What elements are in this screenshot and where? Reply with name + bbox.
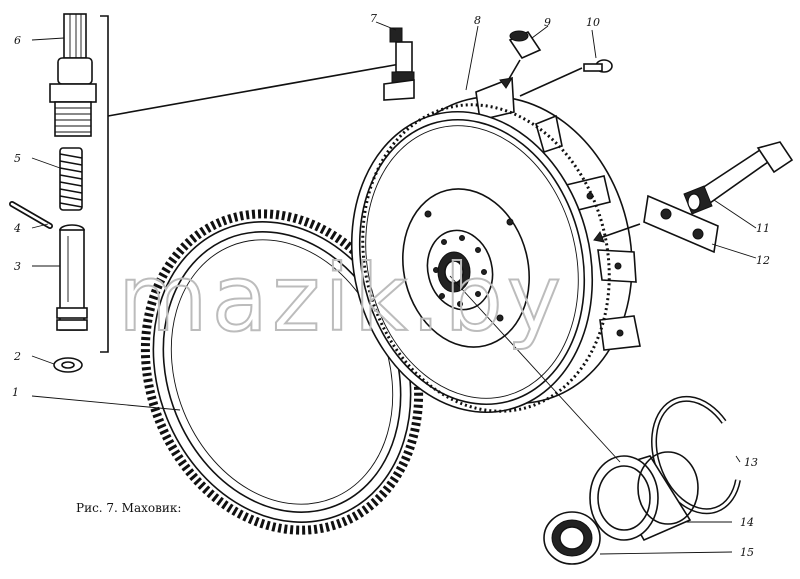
part-4-small-pin xyxy=(9,201,53,229)
bracket-pointer-line xyxy=(107,63,401,117)
part-14-bearing-cup xyxy=(589,451,699,542)
part-12-lock-plate xyxy=(593,194,719,254)
part-7-fitting xyxy=(383,27,415,101)
leader-lines xyxy=(31,21,757,555)
label-10: 10 xyxy=(586,16,600,29)
part-3-plunger xyxy=(56,224,88,331)
part-13-snap-ring xyxy=(651,395,741,515)
part-2-washer xyxy=(53,357,83,373)
label-9: 9 xyxy=(544,16,551,29)
part-6-pin-head xyxy=(49,13,97,137)
part-labels: 1 2 3 4 5 6 7 8 9 10 11 12 13 14 15 xyxy=(12,12,770,559)
label-15: 15 xyxy=(740,546,754,559)
label-11: 11 xyxy=(756,222,770,235)
part-15-bearing xyxy=(543,511,601,565)
part-5-spring xyxy=(59,147,83,211)
label-12: 12 xyxy=(756,254,770,267)
watermark: mazik.by xyxy=(118,245,565,352)
part-8-flywheel xyxy=(350,76,641,414)
label-1: 1 xyxy=(12,386,19,399)
hub-bolt-holes xyxy=(424,210,514,322)
label-4: 4 xyxy=(13,222,21,235)
label-2: 2 xyxy=(13,350,21,363)
figure-caption: Рис. 7. Маховик: xyxy=(76,501,181,515)
label-5: 5 xyxy=(14,152,21,165)
part-9-bushing xyxy=(499,30,542,89)
part-11-long-bolt xyxy=(683,141,794,215)
label-13: 13 xyxy=(744,456,758,469)
bracket xyxy=(100,15,109,353)
pin-assembly xyxy=(9,13,401,373)
label-14: 14 xyxy=(740,516,754,529)
part-10-bolt xyxy=(519,59,613,97)
label-6: 6 xyxy=(14,34,21,47)
clutch-lugs xyxy=(475,76,641,351)
label-7: 7 xyxy=(370,12,377,25)
label-8: 8 xyxy=(474,14,481,27)
label-3: 3 xyxy=(14,260,21,273)
